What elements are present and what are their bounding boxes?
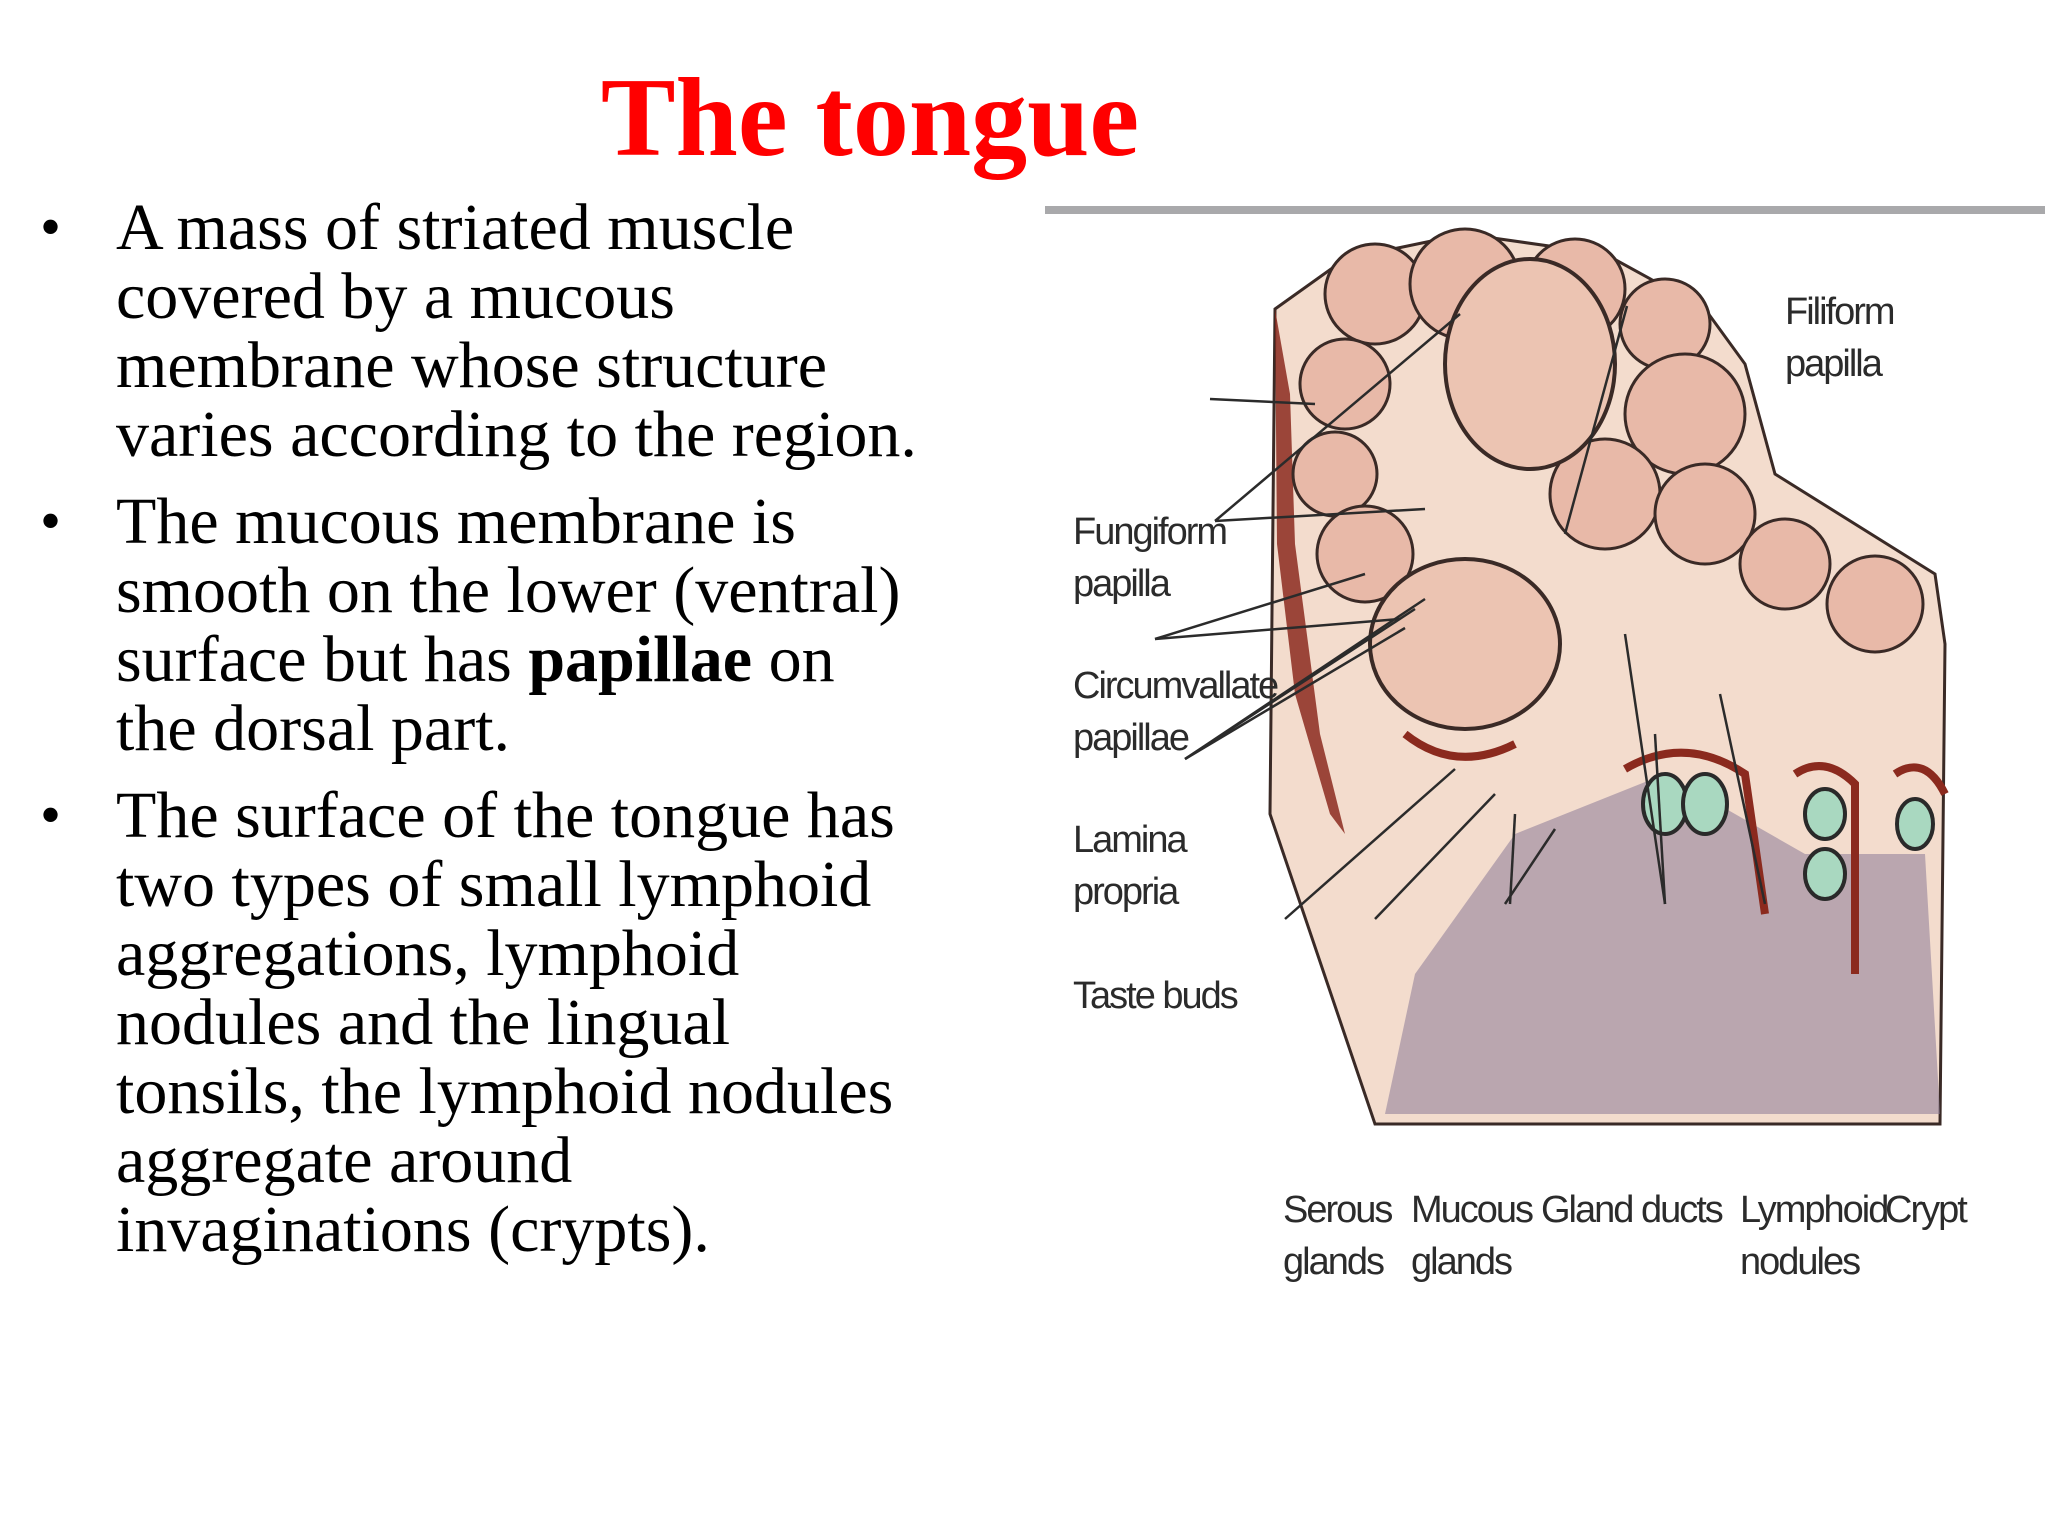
bullet-2-line-3a: surface but has (116, 623, 529, 696)
bullet-3-line-5: tonsils, the lymphoid nodules (116, 1055, 894, 1128)
bullet-item-3: • The surface of the tongue has two type… (38, 781, 998, 1264)
bullet-1-line-1: A mass of striated muscle (116, 191, 795, 264)
bullet-3-line-1: The surface of the tongue has (116, 779, 895, 852)
tongue-illustration (1154, 227, 1949, 1126)
figure-top-rule (1045, 206, 2045, 214)
bullet-text-1: A mass of striated muscle covered by a m… (116, 191, 917, 471)
bullet-item-2: • The mucous membrane is smooth on the l… (38, 487, 998, 763)
circumvallate-papillae (1368, 257, 1617, 731)
bullet-text-2: The mucous membrane is smooth on the low… (116, 485, 900, 765)
gland-region (1385, 774, 1940, 1114)
bullet-marker: • (40, 488, 62, 554)
bullet-marker: • (40, 194, 62, 260)
bullet-3-line-6: aggregate around (116, 1124, 573, 1197)
bullet-item-1: • A mass of striated muscle covered by a… (38, 193, 998, 469)
bullet-1-line-4: varies according to the region. (116, 398, 917, 471)
side-epithelium (1275, 309, 1345, 834)
bullet-marker: • (40, 782, 62, 848)
bullet-2-line-4: the dorsal part. (116, 692, 511, 765)
bullet-2-line-1: The mucous membrane is (116, 485, 796, 558)
crypt-lines (1402, 730, 1949, 974)
bullet-2-line-2: smooth on the lower (ventral) (116, 554, 901, 627)
bullet-2-line-3b: on (752, 623, 835, 696)
bullet-3-line-3: aggregations, lymphoid (116, 917, 740, 990)
bullet-3-line-2: two types of small lymphoid (116, 848, 872, 921)
slide-title: The tongue (600, 56, 1140, 180)
label-gland-ducts: Gland ducts (1541, 1189, 1724, 1231)
bold-term-papillae: papillae (528, 623, 753, 696)
label-crypt: Crypt (1885, 1189, 1968, 1231)
bullet-list: • A mass of striated muscle covered by a… (38, 193, 998, 1282)
bullet-3-line-4: nodules and the lingual (116, 986, 731, 1059)
bullet-1-line-3: membrane whose structure (116, 329, 828, 402)
bullet-text-3: The surface of the tongue has two types … (116, 779, 895, 1266)
label-taste-buds: Taste buds (1073, 975, 1239, 1017)
bullet-3-line-7: invaginations (crypts). (116, 1193, 710, 1266)
leader-lines (1154, 305, 1767, 920)
bullet-1-line-2: covered by a mucous (116, 260, 675, 333)
lymphoid-nodules (1641, 772, 1935, 901)
